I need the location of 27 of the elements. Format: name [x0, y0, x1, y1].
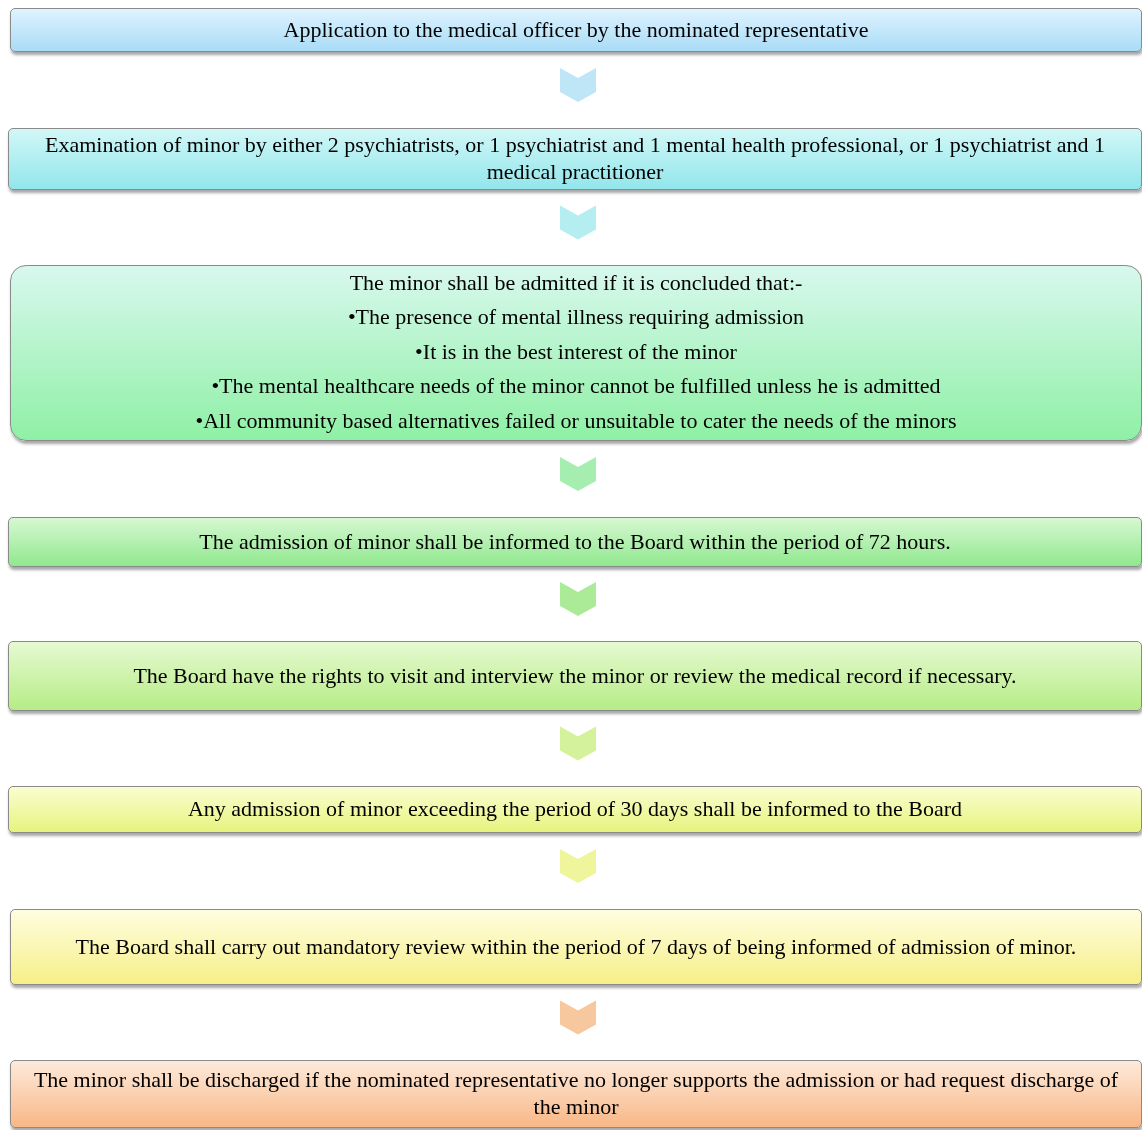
box-text: The admission of minor shall be informed to the Board within the period of 72 hours. [199, 528, 951, 556]
box-text: Examination of minor by either 2 psychiatrists, or 1 psychiatrist and 1 mental health professional, or 1 psychiatrist and 1 medical practitioner [43, 132, 1107, 186]
box-text: The minor shall be admitted if it is concluded that:- [349, 270, 803, 298]
process-box [10, 909, 1142, 985]
box-text: The Board have the rights to visit and interview the minor or review the medical record if necessary. [133, 662, 1017, 690]
process-box [10, 8, 1142, 52]
process-box [8, 128, 1142, 190]
process-box [10, 1060, 1142, 1128]
chevron-arrow [560, 726, 596, 761]
bullet-item: •The presence of mental illness requiring admission [346, 303, 806, 332]
process-box [8, 517, 1142, 567]
process-box [8, 786, 1142, 833]
bullet-item: •It is in the best interest of the minor [414, 337, 738, 366]
chevron-arrow [560, 457, 596, 491]
box-text: The minor shall be discharged if the nominated representative no longer supports the admission or had request discharge of the minor [32, 1067, 1120, 1121]
box-text: Application to the medical officer by the nominated representative [283, 16, 869, 44]
chevron-arrow [560, 1000, 596, 1035]
bullet-item: •The mental healthcare needs of the minor cannot be fulfilled unless he is admitted [210, 372, 942, 401]
bullet-item: •All community based alternatives failed or unsuitable to cater the needs of the minors [195, 407, 957, 435]
process-box [8, 641, 1142, 711]
box-text: Any admission of minor exceeding the period of 30 days shall be informed to the Board [187, 796, 963, 823]
chevron-arrow [560, 205, 596, 240]
chevron-arrow [560, 849, 596, 883]
process-box [10, 265, 1142, 441]
box-text: The Board shall carry out mandatory review within the period of 7 days of being informed of admission of minor. [75, 933, 1077, 961]
chevron-arrow [560, 68, 596, 102]
chevron-arrow [560, 582, 596, 616]
